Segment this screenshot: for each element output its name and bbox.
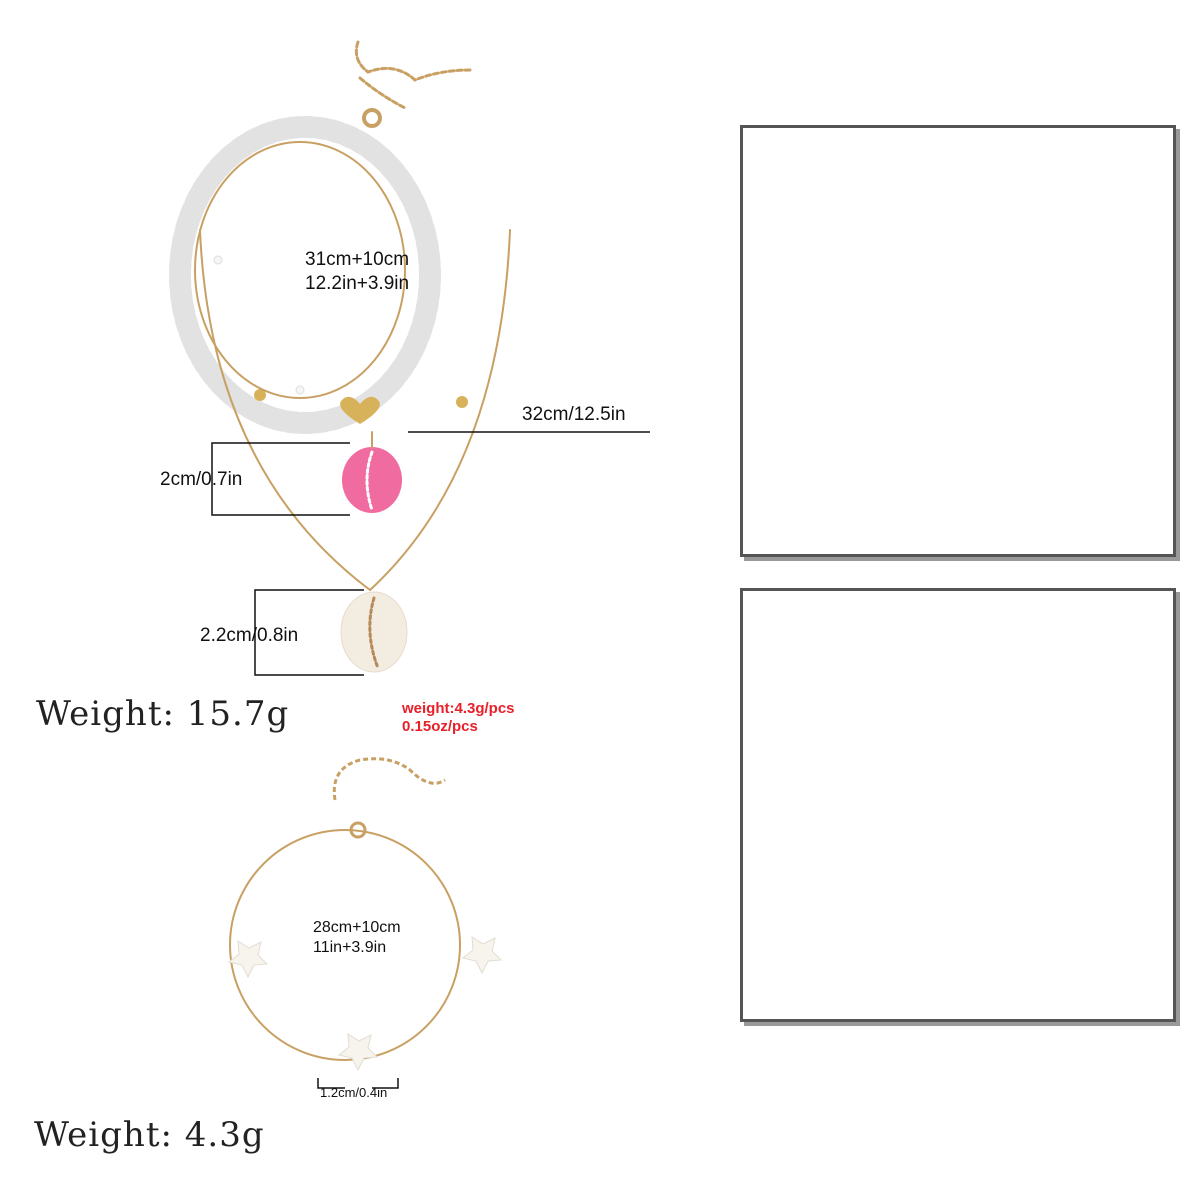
- necklace-length-metric: 31cm+10cm: [305, 249, 410, 270]
- pink-shell-size-label: 2cm/0.7in: [160, 469, 243, 490]
- white-shell-size-label: 2.2cm/0.8in: [200, 625, 299, 646]
- anklet-weight: Weight: 4.3g: [34, 1115, 265, 1155]
- necklace-length-imperial: 12.2in+3.9in: [305, 273, 410, 294]
- anklet-artwork: [227, 757, 503, 1072]
- strand-length-label: 32cm/12.5in: [522, 404, 626, 425]
- detail-panel-strands: [740, 125, 1176, 557]
- necklace-artwork: [169, 40, 511, 673]
- star-size-label: 1.2cm/0.4in: [320, 1085, 388, 1100]
- detail-panel-anklet: [740, 588, 1176, 1022]
- dimension-lines: [211, 431, 650, 1089]
- per-piece-weight-ounces: 0.15oz/pcs: [402, 718, 478, 735]
- anklet-length-imperial: 11in+3.9in: [313, 939, 387, 956]
- anklet-length-metric: 28cm+10cm: [313, 919, 401, 936]
- anklet-length-label: 28cm+10cm 11in+3.9in: [313, 918, 401, 958]
- necklace-weight: Weight: 15.7g: [36, 694, 290, 734]
- per-piece-weight: weight:4.3g/pcs 0.15oz/pcs: [402, 700, 515, 736]
- necklace-length-label: 31cm+10cm 12.2in+3.9in: [305, 248, 475, 296]
- per-piece-weight-grams: weight:4.3g/pcs: [402, 700, 515, 717]
